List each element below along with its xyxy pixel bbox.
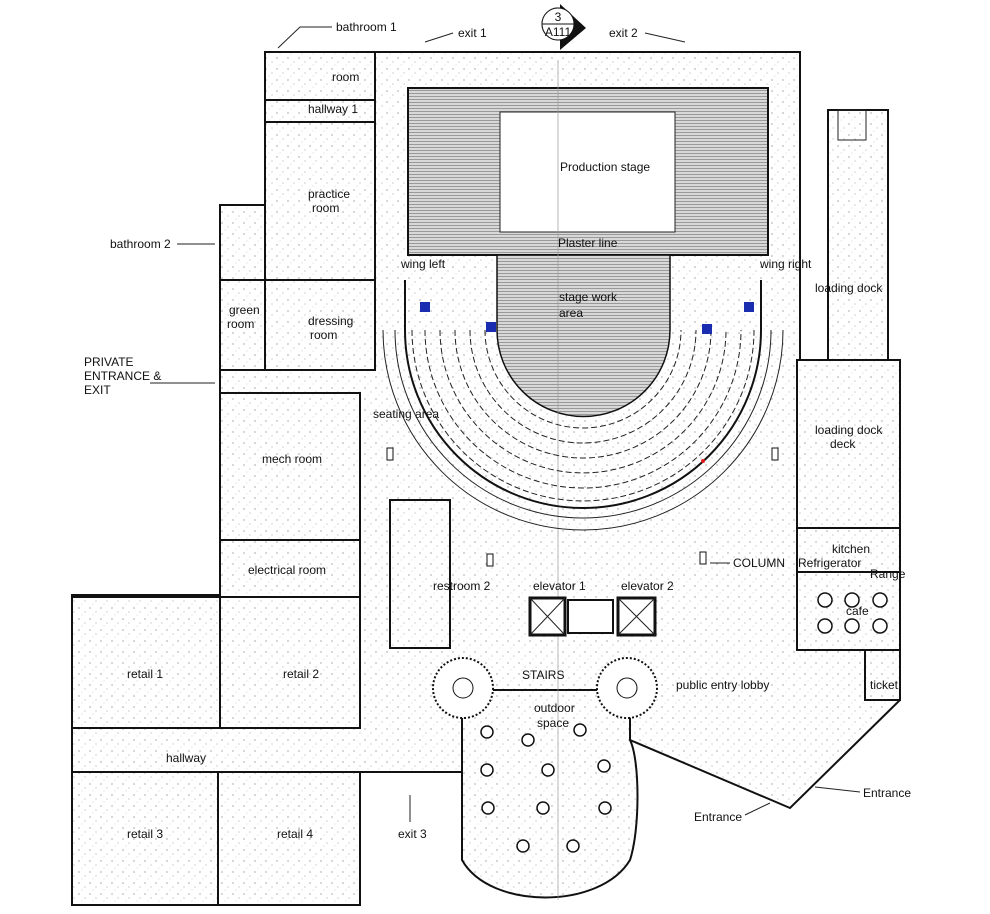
outdoor-space bbox=[461, 689, 639, 899]
columns bbox=[386, 447, 779, 567]
label-production-stage: Production stage bbox=[560, 160, 650, 174]
label-loading-dock-deck: loading dock bbox=[815, 423, 883, 437]
label-ticket: ticket bbox=[870, 678, 899, 692]
label-elevator-1: elevator 1 bbox=[533, 579, 586, 593]
retail-1 bbox=[71, 596, 221, 729]
label-bathroom-1: bathroom 1 bbox=[336, 20, 397, 34]
label-seating-area: seating area bbox=[373, 407, 439, 421]
label-private-entrance-2: ENTRANCE & bbox=[84, 369, 161, 383]
cafe bbox=[796, 571, 901, 651]
label-column: COLUMN bbox=[733, 556, 785, 570]
restroom-2 bbox=[389, 499, 451, 649]
bathroom-2 bbox=[219, 204, 266, 281]
label-bathroom-2: bathroom 2 bbox=[110, 237, 171, 251]
label-loading-dock: loading dock bbox=[815, 281, 883, 295]
label-plaster-line: Plaster line bbox=[558, 236, 618, 250]
label-exit-2: exit 2 bbox=[609, 26, 638, 40]
label-electrical-room: electrical room bbox=[248, 563, 326, 577]
practice-room bbox=[264, 121, 376, 281]
label-outdoor-space-2: space bbox=[537, 716, 569, 730]
retail-3 bbox=[71, 771, 219, 906]
label-dressing-room-2: room bbox=[310, 328, 337, 342]
truck-cab bbox=[837, 109, 867, 141]
label-exit-3: exit 3 bbox=[398, 827, 427, 841]
label-cafe: cafe bbox=[846, 604, 869, 618]
label-elevator-2: elevator 2 bbox=[621, 579, 674, 593]
sheet-number: A111 bbox=[545, 25, 572, 39]
label-hallway: hallway bbox=[166, 751, 206, 765]
label-kitchen: kitchen bbox=[832, 542, 870, 556]
label-hallway-1: hallway 1 bbox=[308, 102, 358, 116]
label-private-entrance-3: EXIT bbox=[84, 383, 111, 397]
label-entrance-left: Entrance bbox=[694, 810, 742, 824]
vertical-circulation bbox=[432, 596, 658, 719]
retail-2 bbox=[219, 596, 361, 729]
label-wing-right: wing right bbox=[759, 257, 812, 271]
bathroom-1-area bbox=[264, 51, 376, 101]
label-green-room-2: room bbox=[227, 317, 254, 331]
label-entrance-right: Entrance bbox=[863, 786, 911, 800]
label-range: Range bbox=[870, 567, 906, 581]
label-stage-work-area: stage work bbox=[559, 290, 618, 304]
label-retail-3: retail 3 bbox=[127, 827, 163, 841]
label-outdoor-space: outdoor bbox=[534, 701, 575, 715]
label-stairs: STAIRS bbox=[522, 668, 564, 682]
dressing-room bbox=[264, 279, 376, 371]
label-dressing-room: dressing bbox=[308, 314, 353, 328]
label-exit-1: exit 1 bbox=[458, 26, 487, 40]
label-mech-room: mech room bbox=[262, 452, 322, 466]
label-green-room: green bbox=[229, 303, 260, 317]
mech-room bbox=[219, 392, 361, 541]
label-loading-dock-deck-2: deck bbox=[830, 437, 856, 451]
label-retail-2: retail 2 bbox=[283, 667, 319, 681]
label-stage-work-area-2: area bbox=[559, 306, 583, 320]
label-practice-room-2: room bbox=[312, 201, 339, 215]
production-stage bbox=[499, 111, 676, 233]
loading-dock bbox=[827, 109, 889, 361]
room-labels: bathroom 1 exit 1 exit 2 room hallway 1 … bbox=[84, 20, 911, 841]
electrical-room bbox=[219, 539, 361, 598]
label-room: room bbox=[332, 70, 359, 84]
kitchen bbox=[796, 527, 901, 573]
label-restroom-2: restroom 2 bbox=[433, 579, 491, 593]
seating-area bbox=[382, 280, 784, 531]
retail-4 bbox=[217, 771, 361, 906]
label-wing-left: wing left bbox=[400, 257, 446, 271]
label-private-entrance: PRIVATE bbox=[84, 355, 134, 369]
ticket-booth bbox=[864, 649, 901, 701]
label-retail-1: retail 1 bbox=[127, 667, 163, 681]
stage bbox=[407, 60, 769, 900]
label-practice-room: practice bbox=[308, 187, 350, 201]
rooms bbox=[71, 51, 901, 906]
section-marker: 3 A111 bbox=[541, 4, 586, 50]
section-number: 3 bbox=[555, 10, 562, 24]
cafe-tables bbox=[480, 592, 888, 853]
leader-lines bbox=[150, 26, 861, 822]
label-retail-4: retail 4 bbox=[277, 827, 313, 841]
stage-work-area bbox=[496, 254, 671, 418]
label-refrigerator: Refrigerator bbox=[798, 556, 861, 570]
label-public-entry-lobby: public entry lobby bbox=[676, 678, 769, 692]
